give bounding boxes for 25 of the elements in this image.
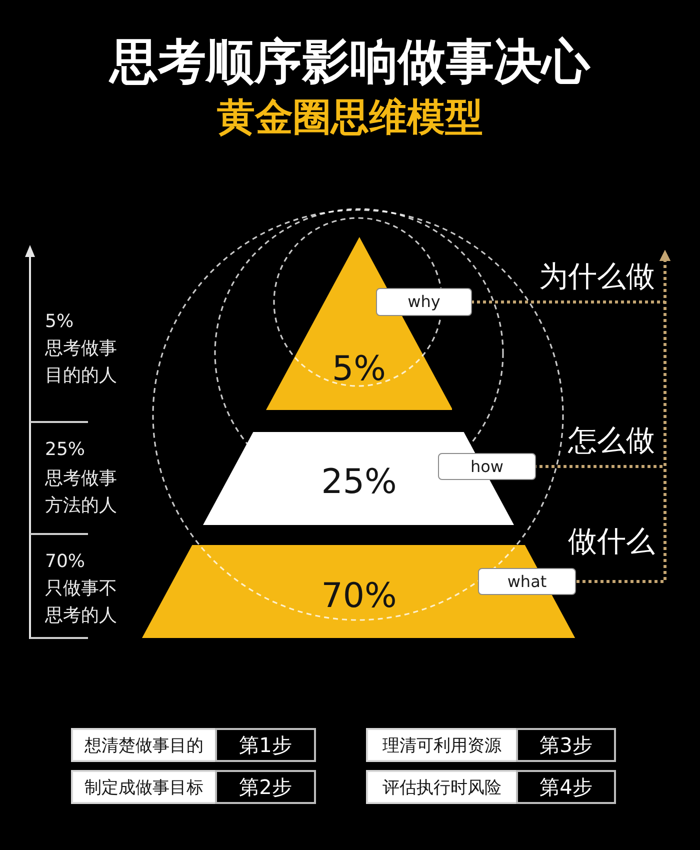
step-description: 制定成做事目标 <box>71 770 217 804</box>
subtitle: 黄金圈思维模型 <box>217 94 483 140</box>
keyword-tag: why <box>376 288 472 316</box>
group-description: 思考做事方法的人 <box>45 467 118 518</box>
question-caption: 为什么做 <box>539 259 655 293</box>
percentage-value: 5% <box>332 351 386 387</box>
step-description: 理清可利用资源 <box>366 728 518 762</box>
group-description: 只做事不思考的人 <box>45 577 118 628</box>
step-description: 想清楚做事目的 <box>71 728 217 762</box>
group-description: 思考做事目的的人 <box>45 337 118 388</box>
percentage-value: 25% <box>321 464 397 500</box>
step-description: 评估执行时风险 <box>366 770 518 804</box>
step-number: 第2步 <box>215 770 316 804</box>
percentage-label: 25% <box>45 439 86 461</box>
step-number: 第4步 <box>516 770 616 804</box>
question-caption: 做什么 <box>568 524 655 558</box>
keyword-tag: how <box>438 453 536 480</box>
step-number: 第1步 <box>215 728 316 762</box>
step-number: 第3步 <box>516 728 616 762</box>
question-caption: 怎么做 <box>568 423 655 457</box>
title: 思考顺序影响做事决心 <box>110 34 590 90</box>
percentage-value: 70% <box>321 578 397 614</box>
dotted-arrow <box>576 250 670 583</box>
percentage-label: 5% <box>45 311 74 333</box>
percentage-label: 70% <box>45 551 86 573</box>
